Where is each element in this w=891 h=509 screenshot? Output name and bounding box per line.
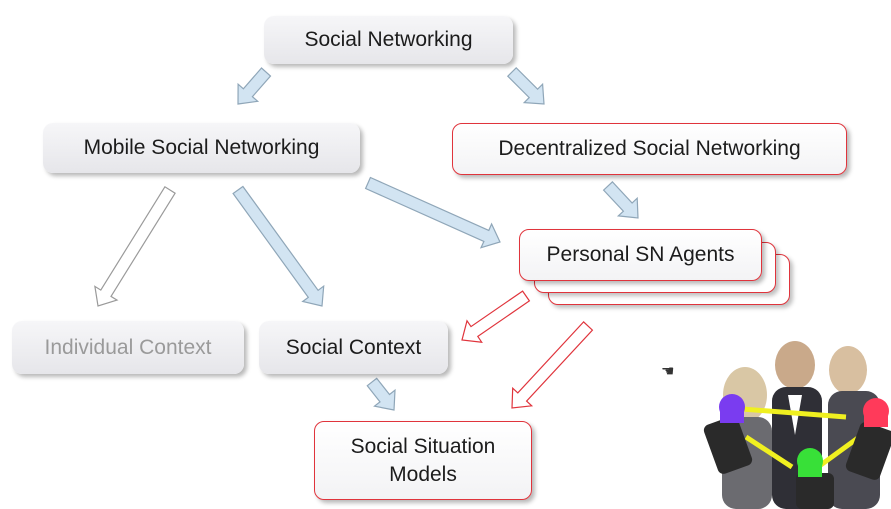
connection-top [741,406,847,420]
connection-left [744,434,794,470]
personal-sn-agents-label: Personal SN Agents [546,243,735,267]
social-situation-models-node: Social Situation Models [314,421,532,500]
arrow-decentral-to-agents [602,181,639,219]
arrow-social-to-situation [366,377,396,411]
android-phone-right [845,398,891,480]
social-networking-node: Social Networking [264,16,513,64]
individual-context-node: Individual Context [12,321,244,374]
mobile-social-networking-node: Mobile Social Networking [43,123,360,173]
social-situation-models-label: Social Situation Models [350,435,496,486]
personal-sn-agents-node: Personal SN Agents [519,229,762,281]
arrow-agents-to-situation [511,321,594,409]
mobile-social-networking-label: Mobile Social Networking [83,136,320,160]
individual-context-label: Individual Context [44,335,212,359]
person-center-figure [775,341,815,389]
connection-arrows [741,406,864,470]
android-phone-bottom [796,448,834,509]
decentralized-social-networking-label: Decentralized Social Networking [498,137,801,161]
arrow-agents-to-social [461,290,531,343]
hand-cursor-icon: ☚ [661,363,675,380]
social-context-label: Social Context [285,335,422,359]
arrow-mobile-to-individual [94,185,176,307]
arrow-to-decentralized [506,66,545,105]
social-networking-label: Social Networking [304,28,473,52]
social-context-node: Social Context [259,321,448,374]
decentralized-social-networking-node: Decentralized Social Networking [452,123,847,175]
mobile-network-illustration [703,341,891,509]
arrow-mobile-to-social [232,185,325,307]
arrow-mobile-to-agents [364,176,501,249]
person-right-figure [829,346,867,394]
android-phone-left [703,394,753,474]
arrow-to-mobile [237,67,272,105]
connection-right [816,432,864,470]
